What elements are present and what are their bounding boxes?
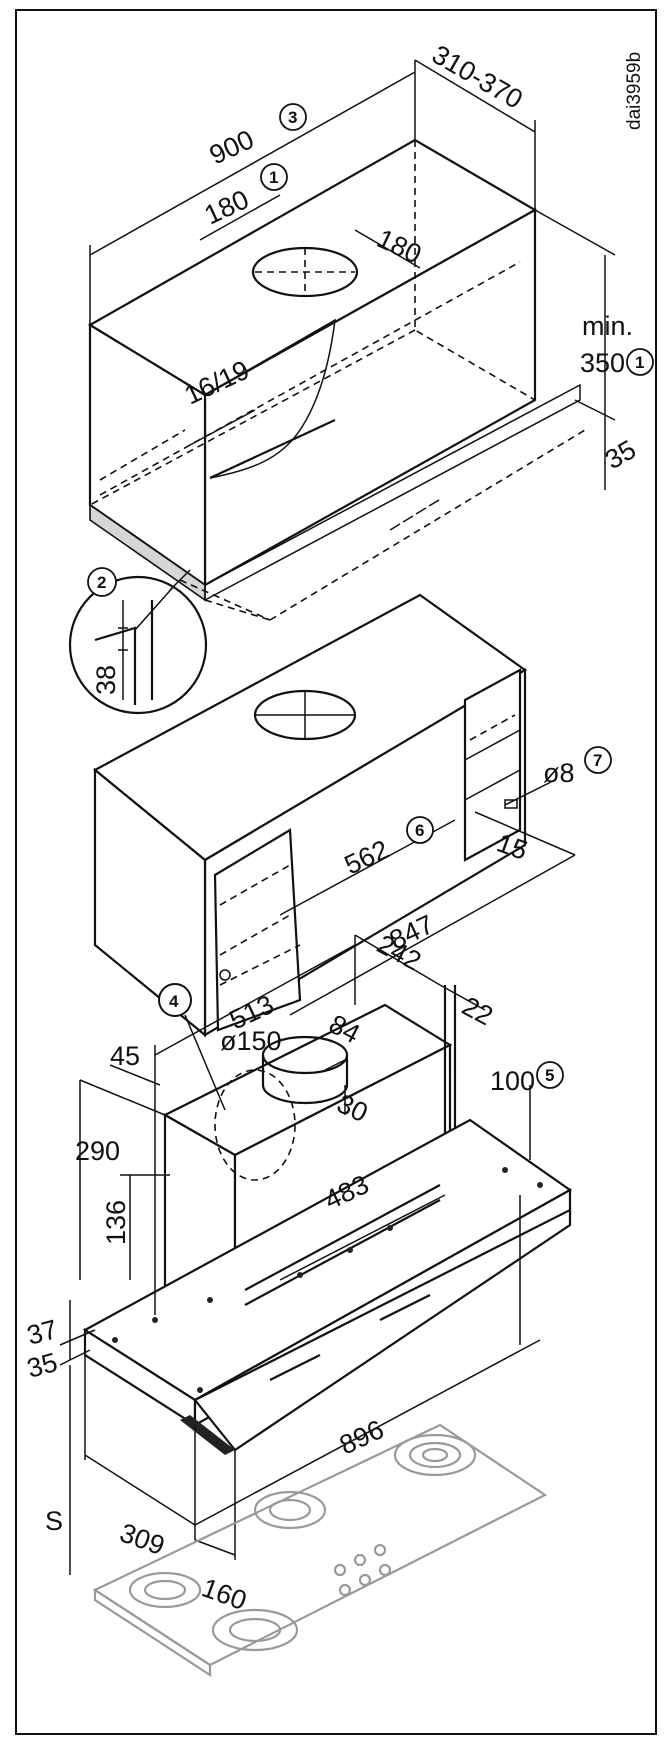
hood-dimensions [59, 934, 541, 1575]
ref-7-circle: 7 [584, 746, 612, 774]
ref-5-circle: 5 [536, 1061, 564, 1089]
dim-distance-s: S [45, 1506, 63, 1536]
vent-marks [389, 499, 440, 531]
dim-min-label: min. [582, 311, 633, 341]
dim-min-height: 350 [580, 348, 625, 378]
svg-text:5: 5 [545, 1066, 554, 1085]
dim-hood-body-height: 290 [75, 1136, 120, 1166]
dim-cutout-x: 180 [200, 184, 254, 230]
dim-detail: 38 [91, 665, 121, 695]
dim-hood-back-offset: 22 [457, 991, 498, 1032]
dim-hood-left-offset: 45 [110, 1041, 140, 1071]
dim-front-depth: 160 [198, 1572, 251, 1616]
upper-cabinet [87, 138, 586, 621]
svg-text:4: 4 [169, 992, 179, 1011]
upper-dimensions [89, 59, 616, 490]
dim-cabinet-width: 900 [205, 124, 259, 170]
svg-text:7: 7 [593, 751, 602, 770]
dim-duct-diameter: ø150 [220, 1026, 282, 1056]
detail-ref: 2 [97, 573, 106, 592]
drawing-code: dai3959b [624, 52, 645, 130]
dim-hood-height-clearance: 100 [490, 1066, 535, 1096]
dim-hole: ø8 [543, 758, 575, 788]
ref-3-circle: 3 [279, 103, 307, 131]
svg-text:1: 1 [269, 168, 278, 187]
dim-frame-top: 37 [24, 1314, 61, 1351]
dim-frame-bottom: 35 [24, 1347, 61, 1384]
hood-unit [82, 985, 573, 1455]
ref-4-circle: 4 [158, 983, 192, 1017]
ref-1-circle-side: 1 [626, 348, 654, 376]
svg-text:6: 6 [415, 821, 424, 840]
base-cabinet [93, 593, 528, 1038]
svg-text:1: 1 [635, 353, 644, 372]
ref-6-circle: 6 [406, 816, 434, 844]
dim-front-offset: 309 [116, 1517, 169, 1561]
dim-base-recess: 35 [600, 434, 641, 475]
svg-text:3: 3 [288, 108, 297, 127]
detail-inset: 2 38 [68, 567, 208, 715]
page-border [15, 9, 657, 1735]
dim-hood-lower-height: 136 [101, 1200, 131, 1245]
cooktop [92, 1423, 548, 1678]
ref-1-circle-top: 1 [260, 163, 288, 191]
